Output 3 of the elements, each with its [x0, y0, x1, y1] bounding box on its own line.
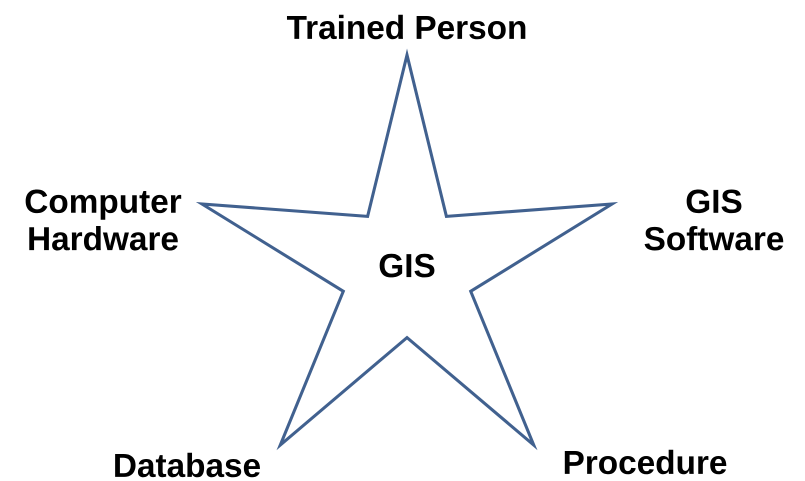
label: GIS Software — [644, 190, 784, 250]
label: Database — [115, 452, 260, 478]
label: Procedure — [564, 450, 726, 474]
